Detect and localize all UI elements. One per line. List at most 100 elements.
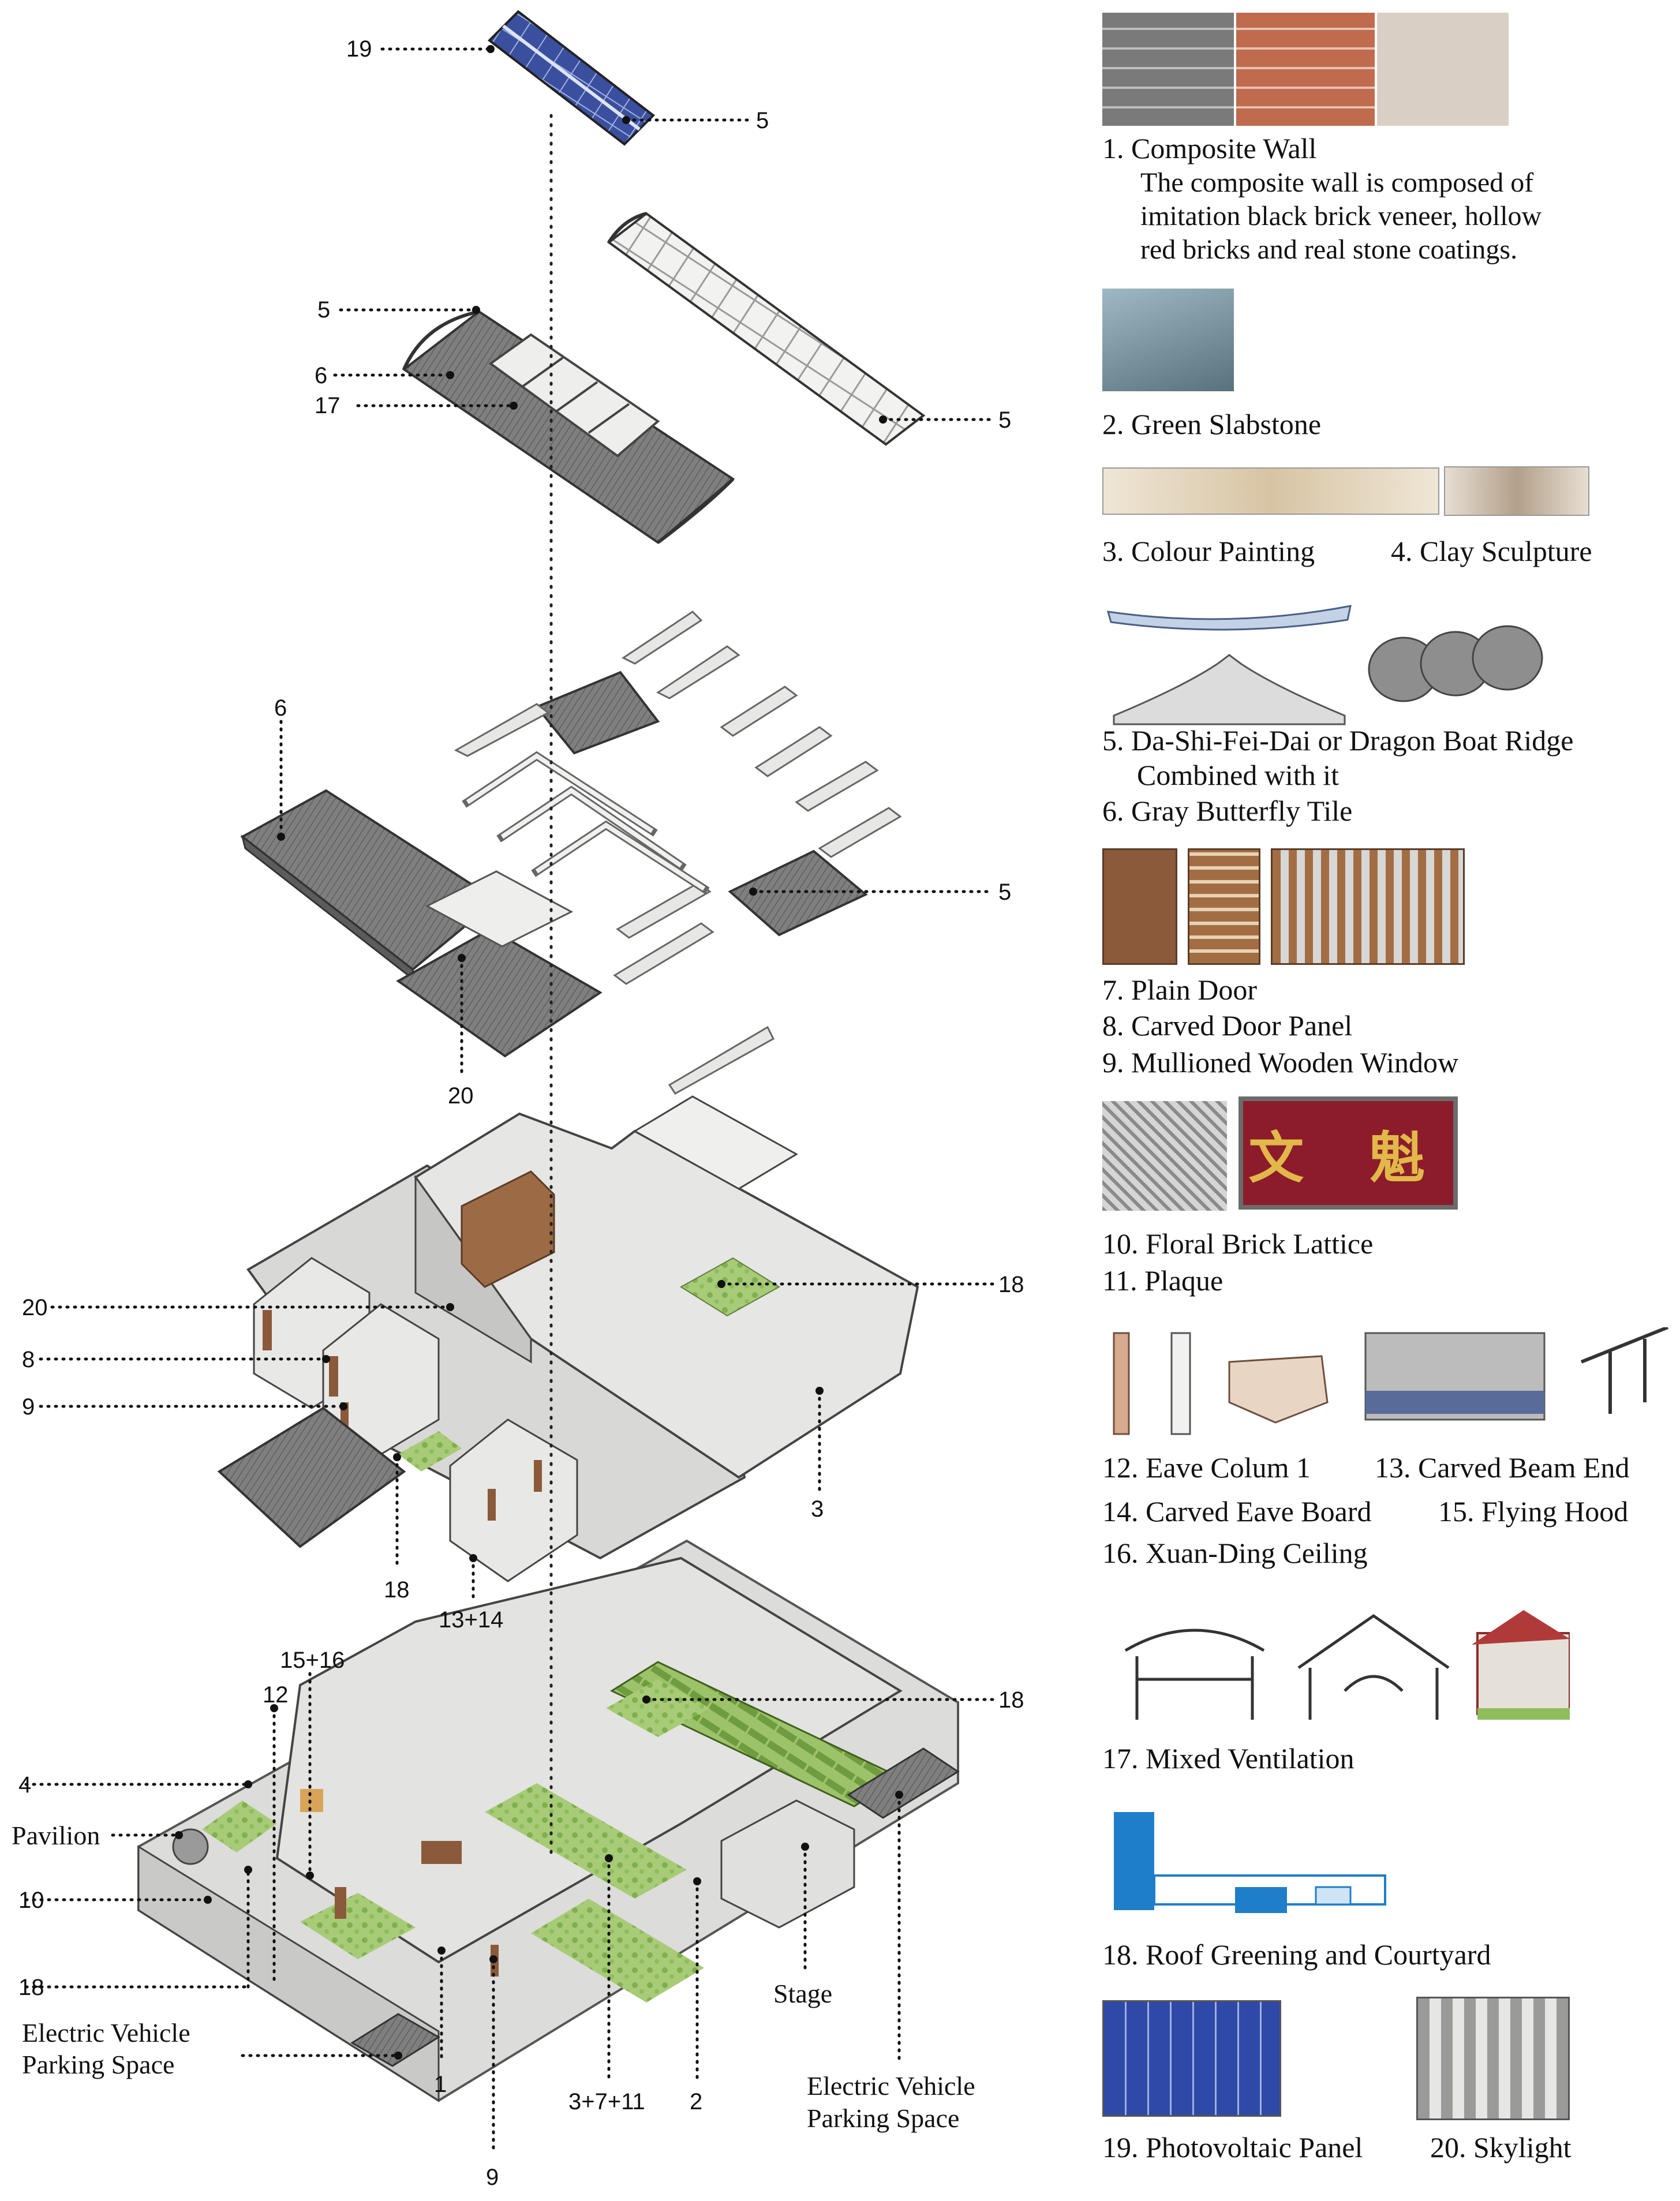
callout-10: 10 (18, 1888, 44, 1913)
butterfly-tile-swatch (1368, 625, 1543, 702)
callout-18-upper-courtyard: 18 (998, 1272, 1024, 1297)
plain-door-swatch (1102, 848, 1177, 965)
legend-item-2: 2. Green Slabstone (1102, 408, 1322, 440)
ev-parking-label-left-line2: Parking Space (22, 2050, 174, 2079)
ev-parking-label-left-line1: Electric Vehicle (22, 2018, 190, 2047)
pavilion-label: Pavilion (12, 1821, 100, 1850)
legend-item-16: 16. Xuan-Ding Ceiling (1102, 1537, 1368, 1569)
front-gable-house (449, 1418, 578, 1582)
legend-item-7: 7. Plain Door (1102, 974, 1258, 1006)
legend-item-19: 19. Photovoltaic Panel (1102, 2131, 1363, 2163)
callout-5-structure: 5 (998, 879, 1011, 905)
legend-item-1-desc-3: red bricks and real stone coatings. (1140, 234, 1518, 265)
legend-item-15: 15. Flying Hood (1438, 1495, 1629, 1528)
upper-floor-layer (217, 1095, 919, 1582)
upper-floor-side-roof (217, 1406, 406, 1548)
stage-block (720, 1799, 855, 1929)
upper-roofs-layer (402, 212, 926, 544)
legend-item-12: 12. Eave Colum 1 (1102, 1451, 1311, 1484)
courtyard-green-2 (485, 1783, 687, 1899)
callout-2: 2 (690, 2089, 702, 2114)
callout-4: 4 (18, 1772, 31, 1798)
ground-floor-layer (137, 1539, 960, 2102)
mullioned-window-swatch (1271, 848, 1465, 965)
staircase-bay (633, 1095, 798, 1190)
courtyard-green-3 (531, 1899, 704, 2002)
right-glass-roof (607, 212, 926, 446)
mixed-ventilation-swatch (1124, 1610, 1570, 1720)
callout-9-upper-floor: 9 (22, 1394, 35, 1420)
legend-item-5-line-2: Combined with it (1137, 759, 1339, 791)
callout-20-upper-floor: 20 (22, 1295, 48, 1320)
legend-item-9: 9. Mullioned Wooden Window (1102, 1046, 1459, 1079)
plaque-characters: 文 魁 (1248, 1125, 1448, 1191)
colour-painting-swatch (1102, 467, 1439, 515)
legend-item-1-title: 1. Composite Wall (1102, 132, 1317, 164)
legend-item-5-line-1: 5. Da-Shi-Fei-Dai or Dragon Boat Ridge (1102, 724, 1574, 757)
left-upper-roof (402, 310, 735, 544)
legend-item-1-desc-1: The composite wall is composed of (1140, 167, 1534, 198)
carved-door-swatch (1188, 848, 1260, 965)
legend-item-20: 20. Skylight (1430, 2131, 1572, 2163)
stage-label: Stage (773, 1979, 832, 2008)
callout-12: 12 (263, 1682, 289, 1708)
callout-6-left-roof: 6 (315, 363, 327, 388)
legend-item-13: 13. Carved Beam End (1375, 1451, 1630, 1484)
legend-item-8: 8. Carved Door Panel (1102, 1009, 1353, 1042)
upper-floor-green-strip (398, 1431, 462, 1472)
ev-parking-label-right-line2: Parking Space (807, 2103, 959, 2133)
callout-15-16: 15+16 (280, 1648, 345, 1673)
callout-6-structure: 6 (274, 695, 287, 721)
lower-tile-roof (396, 927, 603, 1058)
callout-18-upper-floor: 18 (384, 1577, 410, 1603)
callout-13-14: 13+14 (439, 1607, 503, 1633)
roof-structure-layer (240, 611, 902, 1095)
callout-3-7-11: 3+7+11 (568, 2089, 645, 2114)
small-roof-upper (534, 671, 660, 755)
legend-item-18: 18. Roof Greening and Courtyard (1102, 1938, 1491, 1971)
callout-20-structure: 20 (448, 1083, 474, 1109)
legend-item-14: 14. Carved Eave Board (1102, 1495, 1372, 1528)
eave-detail-swatches (1113, 1327, 1669, 1435)
callout-labels: 19 5 5 6 17 5 6 5 20 20 8 9 18 3 18 13+1… (12, 36, 1024, 2190)
plaque-swatch: 文 魁 (1239, 1096, 1458, 1210)
skylight-swatch (1416, 1997, 1570, 2120)
stone-coating-swatch (1377, 13, 1509, 126)
pv-roof-layer (487, 10, 656, 146)
ev-parking-label-right-line1: Electric Vehicle (807, 2071, 975, 2101)
legend-item-4: 4. Clay Sculpture (1391, 535, 1592, 567)
legend-item-1-desc-2: imitation black brick veneer, hollow (1140, 201, 1542, 231)
green-slabstone-swatch (1102, 289, 1234, 391)
materials-legend: 1. Composite Wall The composite wall is … (1102, 0, 1679, 2201)
ridge-swatch (1106, 605, 1352, 725)
callout-9-ground: 9 (486, 2165, 499, 2190)
callout-dots (175, 45, 903, 2060)
photovoltaic-panel-swatch (1102, 2000, 1281, 2117)
callout-8: 8 (22, 1347, 35, 1372)
ev-parking-right (847, 1747, 960, 1819)
red-brick-swatch (1236, 13, 1375, 126)
skylight-frame (425, 870, 574, 948)
black-brick-swatch (1102, 13, 1234, 126)
timber-wall-block (461, 1170, 555, 1288)
small-roof-right (728, 849, 868, 937)
callout-5-left-roof: 5 (317, 297, 330, 323)
clay-sculpture-swatch (1444, 466, 1589, 516)
courtyard-green-1 (606, 1679, 710, 1737)
callout-18-ground-right: 18 (998, 1687, 1024, 1713)
legend-item-10: 10. Floral Brick Lattice (1102, 1227, 1374, 1260)
upper-courtyard (680, 1257, 780, 1317)
floral-lattice-swatch (1102, 1101, 1227, 1211)
legend-item-17: 17. Mixed Ventilation (1102, 1742, 1355, 1775)
callout-5-top: 5 (756, 108, 769, 133)
callout-3-upper-floor: 3 (811, 1496, 824, 1522)
ev-parking-left (350, 2013, 440, 2067)
courtyard-green-4 (300, 1893, 416, 1959)
roof-courtyard-openings (488, 333, 660, 458)
pavilion-roof (172, 1828, 209, 1865)
legend-item-3: 3. Colour Painting (1102, 535, 1315, 567)
callout-leaders (24, 47, 994, 2154)
callout-18-ground-left: 18 (18, 1975, 44, 2000)
legend-item-11: 11. Plaque (1102, 1264, 1223, 1297)
